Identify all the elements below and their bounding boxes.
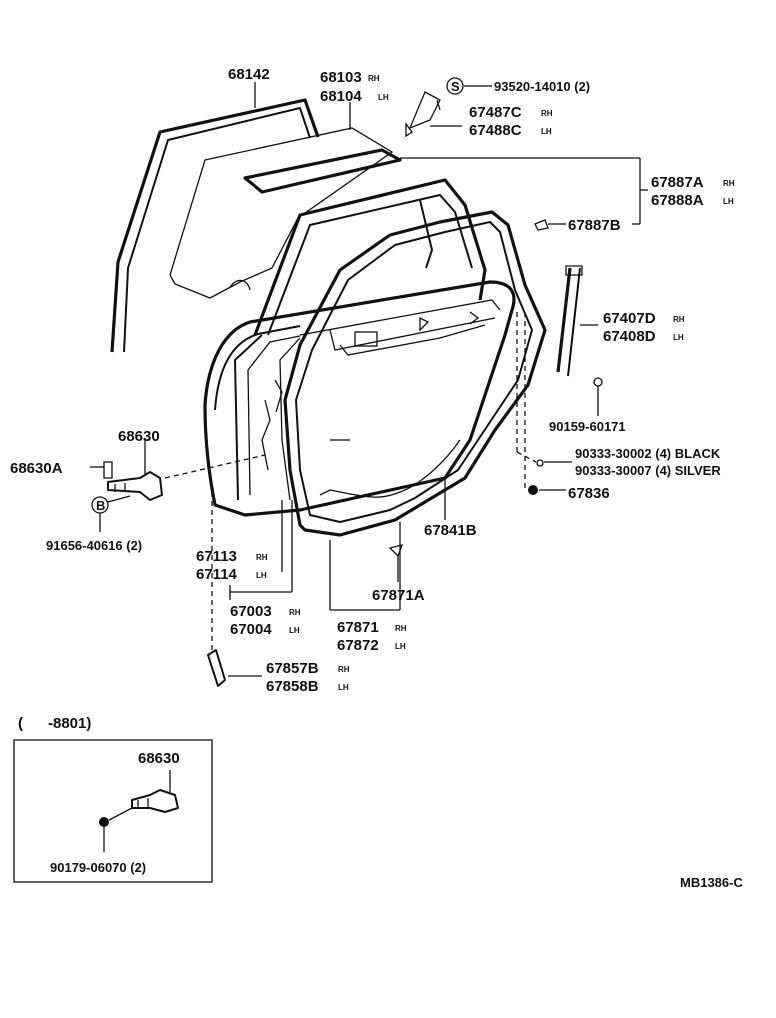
label-68630a: 68630A xyxy=(10,460,63,477)
mark-lh: LH xyxy=(395,642,406,651)
label-68142: 68142 xyxy=(228,66,270,83)
label-68630: 68630 xyxy=(118,428,160,445)
label-67407d: 67407D xyxy=(603,310,656,327)
label-93520: 93520-14010 (2) xyxy=(494,79,590,94)
reference-lines-right xyxy=(516,312,572,495)
door-window-frame xyxy=(253,178,487,336)
bracket-67887a xyxy=(400,157,648,225)
label-67872: 67872 xyxy=(337,637,379,654)
label-67887b: 67887B xyxy=(568,217,621,234)
label-inset-90179: 90179-06070 (2) xyxy=(50,860,146,875)
lower-strip-67857b xyxy=(207,492,262,687)
door-panel-67003 xyxy=(203,280,516,517)
mark-rh: RH xyxy=(368,74,380,83)
clip-67871a xyxy=(329,522,404,611)
s-symbol: S xyxy=(451,79,460,94)
label-67871a: 67871A xyxy=(372,587,425,604)
label-67487c: 67487C xyxy=(469,104,522,121)
label-67836: 67836 xyxy=(568,485,610,502)
mark-lh: LH xyxy=(673,333,684,342)
glass-run-channel-68142 xyxy=(110,98,320,353)
mark-lh: LH xyxy=(256,571,267,580)
label-68104: 68104 xyxy=(320,88,362,105)
mark-lh: LH xyxy=(289,626,300,635)
belt-weatherstrip-67887a xyxy=(243,148,402,194)
label-67114: 67114 xyxy=(196,566,238,583)
label-67488c: 67488C xyxy=(469,122,522,139)
label-inset-range: ( -8801) xyxy=(18,715,91,732)
label-67857b: 67857B xyxy=(266,660,319,677)
label-67408d: 67408D xyxy=(603,328,656,345)
label-67888a: 67888A xyxy=(651,192,704,209)
label-90159: 90159-60171 xyxy=(549,419,626,434)
label-67004: 67004 xyxy=(230,621,272,638)
door-glass-68103 xyxy=(169,127,394,299)
mark-lh: LH xyxy=(723,197,734,206)
division-bar-67407d xyxy=(556,265,603,416)
label-67871: 67871 xyxy=(337,619,379,636)
label-67841b: 67841B xyxy=(424,522,477,539)
mark-rh: RH xyxy=(256,553,268,562)
label-67113: 67113 xyxy=(196,548,237,565)
label-67003: 67003 xyxy=(230,603,272,620)
mark-rh: RH xyxy=(541,109,553,118)
clip-67887b xyxy=(534,219,566,231)
mark-lh: LH xyxy=(378,93,389,102)
bracket-67113-67003 xyxy=(229,500,293,600)
screw-93520: S xyxy=(405,77,492,138)
label-91656: 91656-40616 (2) xyxy=(46,538,142,553)
label-68103: 68103 xyxy=(320,69,362,86)
door-weatherstrip-67841b xyxy=(283,210,547,537)
mark-rh: RH xyxy=(395,624,407,633)
mark-rh: RH xyxy=(723,179,735,188)
mark-rh: RH xyxy=(289,608,301,617)
label-inset-68630: 68630 xyxy=(138,750,180,767)
mark-rh: RH xyxy=(673,315,685,324)
figure-code: MB1386-C xyxy=(680,875,743,890)
label-90333-silver: 90333-30007 (4) SILVER xyxy=(575,463,721,478)
label-90333-black: 90333-30002 (4) BLACK xyxy=(575,446,721,461)
door-hinge-68630: B xyxy=(90,440,266,532)
mark-lh: LH xyxy=(541,127,552,136)
b-symbol: B xyxy=(96,498,105,513)
mark-lh: LH xyxy=(338,683,349,692)
mark-rh: RH xyxy=(338,665,350,674)
inset-box-early-model xyxy=(13,739,213,883)
label-67858b: 67858B xyxy=(266,678,319,695)
label-67887a: 67887A xyxy=(651,174,704,191)
